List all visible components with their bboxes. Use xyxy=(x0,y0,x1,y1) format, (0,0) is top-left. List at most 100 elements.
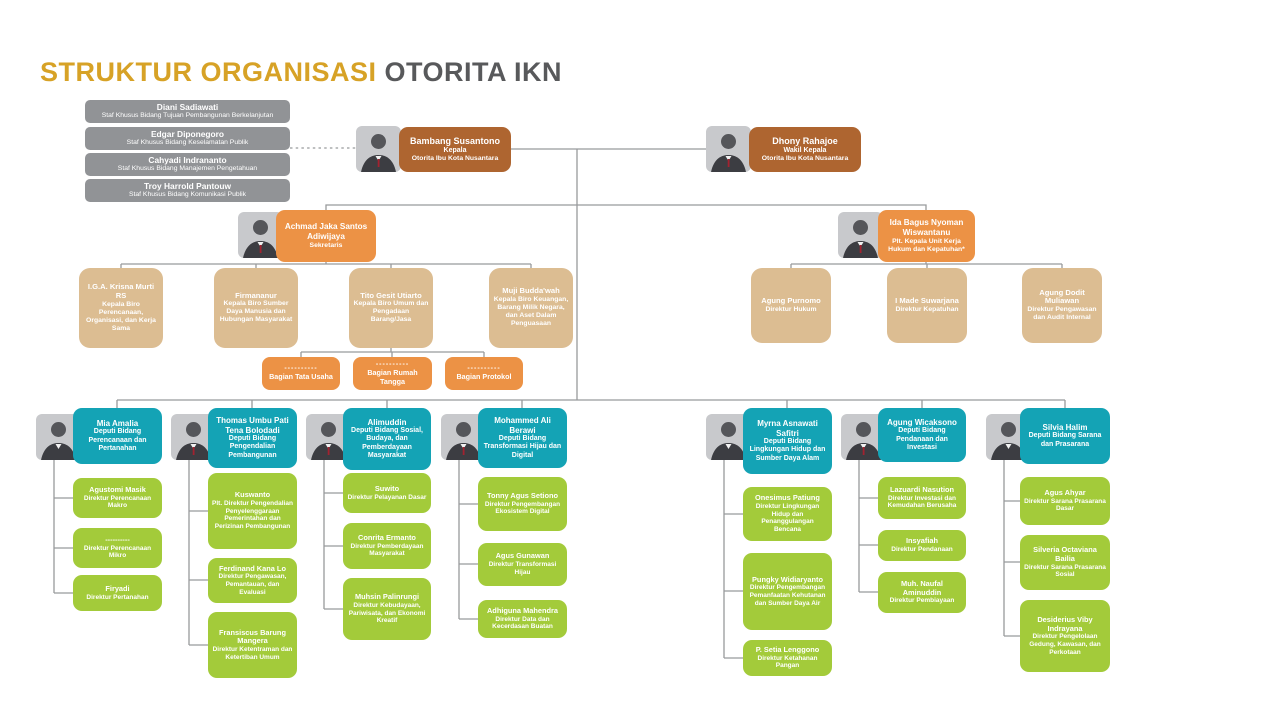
person-icon xyxy=(446,422,481,460)
direktur-card: Firyadi Direktur Pertanahan xyxy=(73,575,162,611)
person-icon xyxy=(41,422,76,460)
person-name: Thomas Umbu Pati Tena Bolodadi xyxy=(216,416,289,435)
vacant-dashes: ---------- xyxy=(284,365,318,373)
person-title: Plt. Kepala Unit Kerja Hukum dan Kepatuh… xyxy=(888,237,965,253)
direktur-card: Agung Dodit Muliawan Direktur Pengawasan… xyxy=(1022,268,1102,343)
staff-khusus-card: Troy Harrold Pantouw Staf Khusus Bidang … xyxy=(85,179,290,202)
direktur-card: Kuswanto Plt. Direktur Pengendalian Peny… xyxy=(208,473,297,549)
portrait-photo xyxy=(238,212,283,258)
biro-card: Firmananur Kepala Biro Sumber Daya Manus… xyxy=(214,268,298,348)
biro-card: Tito Gesit Utiarto Kepala Biro Umum dan … xyxy=(349,268,433,348)
person-title: Sekretaris xyxy=(309,241,343,249)
person-title: Direktur Pendanaan xyxy=(891,546,953,554)
biro-card: Muji Budda'wah Kepala Biro Keuangan, Bar… xyxy=(489,268,573,348)
direktur-card: I Made Suwarjana Direktur Kepatuhan xyxy=(887,268,967,343)
biro-card: I.G.A. Krisna Murti RS Kepala Biro Peren… xyxy=(79,268,163,348)
person-title: Direktur Perencanaan Mikro xyxy=(83,544,152,560)
person-name: Pungky Widiaryanto xyxy=(752,574,823,584)
person-icon xyxy=(843,220,878,258)
direktur-card: Lazuardi Nasution Direktur Investasi dan… xyxy=(878,477,966,519)
person-title: Staf Khusus Bidang Keselamatan Publik xyxy=(126,139,249,147)
person-name: Suwito xyxy=(374,483,400,493)
person-title: Kepala Biro Keuangan, Barang Milik Negar… xyxy=(493,296,569,328)
direktur-card: ---------- Direktur Perencanaan Mikro xyxy=(73,528,162,568)
direktur-card: Agustomi Masik Direktur Perencanaan Makr… xyxy=(73,478,162,518)
direktur-card: Conrita Ermanto Direktur Pemberdayaan Ma… xyxy=(343,523,431,569)
person-title: Direktur Transformasi Hijau xyxy=(488,561,557,576)
person-name: Agus Ahyar xyxy=(1044,487,1086,497)
person-name: P. Setia Lenggono xyxy=(755,644,820,654)
person-title: Direktur Pelayanan Dasar xyxy=(347,493,427,501)
direktur-card: Pungky Widiaryanto Direktur Pengembangan… xyxy=(743,553,832,630)
direktur-card: Tonny Agus Setiono Direktur Pengembangan… xyxy=(478,477,567,531)
person-title: Deputi Bidang Pendanaan dan Investasi xyxy=(896,427,948,451)
person-name: Conrita Ermanto xyxy=(358,532,416,542)
bagian-title: Bagian Protokol xyxy=(456,372,512,382)
person-name: Achmad Jaka Santos Adiwijaya xyxy=(284,222,368,241)
person-org: Otorita Ibu Kota Nusantara xyxy=(761,154,849,162)
person-title: Direktur Pengembangan Ekosistem Digital xyxy=(484,500,561,516)
portrait-photo xyxy=(356,126,401,172)
direktur-card: Desiderius Viby Indrayana Direktur Penge… xyxy=(1020,600,1110,672)
direktur-card: Agus Ahyar Direktur Sarana Prasarana Das… xyxy=(1020,477,1110,525)
person-title: Direktur Perencanaan Makro xyxy=(83,494,152,510)
person-name: Mohammed Ali Berawi xyxy=(494,416,551,435)
direktur-card: Adhiguna Mahendra Direktur Data dan Kece… xyxy=(478,600,567,638)
deputi-card: Mia Amalia Deputi Bidang Perencanaan dan… xyxy=(73,408,162,464)
person-name: Kuswanto xyxy=(234,490,271,500)
person-title: Direktur Pertanahan xyxy=(86,593,149,601)
deputi-card: Agung Wicaksono Deputi Bidang Pendanaan … xyxy=(878,408,966,462)
person-title: Direktur Pengelolaan Gedung, Kawasan, da… xyxy=(1029,633,1101,656)
person-name: Muhsin Palinrungi xyxy=(354,592,420,602)
staff-khusus-card: Edgar Diponegoro Staf Khusus Bidang Kese… xyxy=(85,127,290,150)
page-title: STRUKTUR ORGANISASI OTORITA IKN xyxy=(40,57,562,88)
person-title: Staf Khusus Bidang Manajemen Pengetahuan xyxy=(117,165,258,173)
direktur-card: Onesimus Patiung Direktur Lingkungan Hid… xyxy=(743,487,832,541)
person-name: Bambang Susantono xyxy=(409,136,500,147)
person-icon xyxy=(991,422,1026,460)
direktur-card: Fransiscus Barung Mangera Direktur Keten… xyxy=(208,612,297,678)
direktur-card: Agung Purnomo Direktur Hukum xyxy=(751,268,831,343)
person-name: Firmananur xyxy=(235,290,277,300)
bagian-card: ---------- Bagian Protokol xyxy=(445,357,523,390)
person-title: Deputi Bidang Sarana dan Prasarana xyxy=(1028,432,1102,448)
direktur-card: P. Setia Lenggono Direktur Ketahanan Pan… xyxy=(743,640,832,676)
person-title: Staf Khusus Bidang Komunikasi Publik xyxy=(128,191,247,199)
person-title: Deputi Bidang Lingkungan Hidup dan Sumbe… xyxy=(749,438,826,462)
person-name: Firyadi xyxy=(105,583,130,593)
person-name: Lazuardi Nasution xyxy=(889,484,955,494)
person-name: Adhiguna Mahendra xyxy=(486,605,559,615)
person-title: Direktur Pembiayaan xyxy=(889,597,955,605)
bagian-card: ---------- Bagian Rumah Tangga xyxy=(353,357,432,390)
person-title: Deputi Bidang Sosial, Budaya, dan Pember… xyxy=(351,427,423,459)
bagian-card: ---------- Bagian Tata Usaha xyxy=(262,357,340,390)
person-title: Direktur Kepatuhan xyxy=(895,305,959,313)
person-name: Myrna Asnawati Safitri xyxy=(757,419,818,438)
wakil-kepala-card: Dhony Rahajoe Wakil Kepala Otorita Ibu K… xyxy=(749,127,861,172)
person-title: Direktur Sarana Prasarana Sosial xyxy=(1024,563,1106,579)
person-name: Agung Purnomo xyxy=(761,296,821,306)
person-name: Diani Sadiawati xyxy=(156,101,219,112)
person-name: Ida Bagus Nyoman Wiswantanu xyxy=(889,218,964,237)
person-icon xyxy=(711,422,746,460)
unit-hukum-card: Ida Bagus Nyoman Wiswantanu Plt. Kepala … xyxy=(878,210,975,262)
vacant-dashes: ---------- xyxy=(467,365,501,373)
direktur-card: Agus Gunawan Direktur Transformasi Hijau xyxy=(478,543,567,586)
person-name: Ferdinand Kana Lo xyxy=(219,563,286,573)
person-name: Muh. Naufal Aminuddin xyxy=(901,578,943,597)
person-icon xyxy=(711,134,746,172)
person-title: Direktur Pengawasan dan Audit Internal xyxy=(1027,306,1097,322)
person-title: Kepala xyxy=(443,146,467,154)
direktur-card: Insyafiah Direktur Pendanaan xyxy=(878,530,966,561)
bagian-title: Bagian Rumah Tangga xyxy=(367,368,418,386)
direktur-card: Muh. Naufal Aminuddin Direktur Pembiayaa… xyxy=(878,572,966,613)
person-title: Direktur Lingkungan Hidup dan Penanggula… xyxy=(755,503,820,534)
person-name: I.G.A. Krisna Murti RS xyxy=(87,282,155,300)
portrait-photo xyxy=(706,126,751,172)
vacant-dashes: ---------- xyxy=(375,360,410,368)
bagian-title: Bagian Tata Usaha xyxy=(269,372,333,382)
deputi-card: Alimuddin Deputi Bidang Sosial, Budaya, … xyxy=(343,408,431,470)
person-title: Direktur Sarana Prasarana Dasar xyxy=(1024,497,1106,513)
